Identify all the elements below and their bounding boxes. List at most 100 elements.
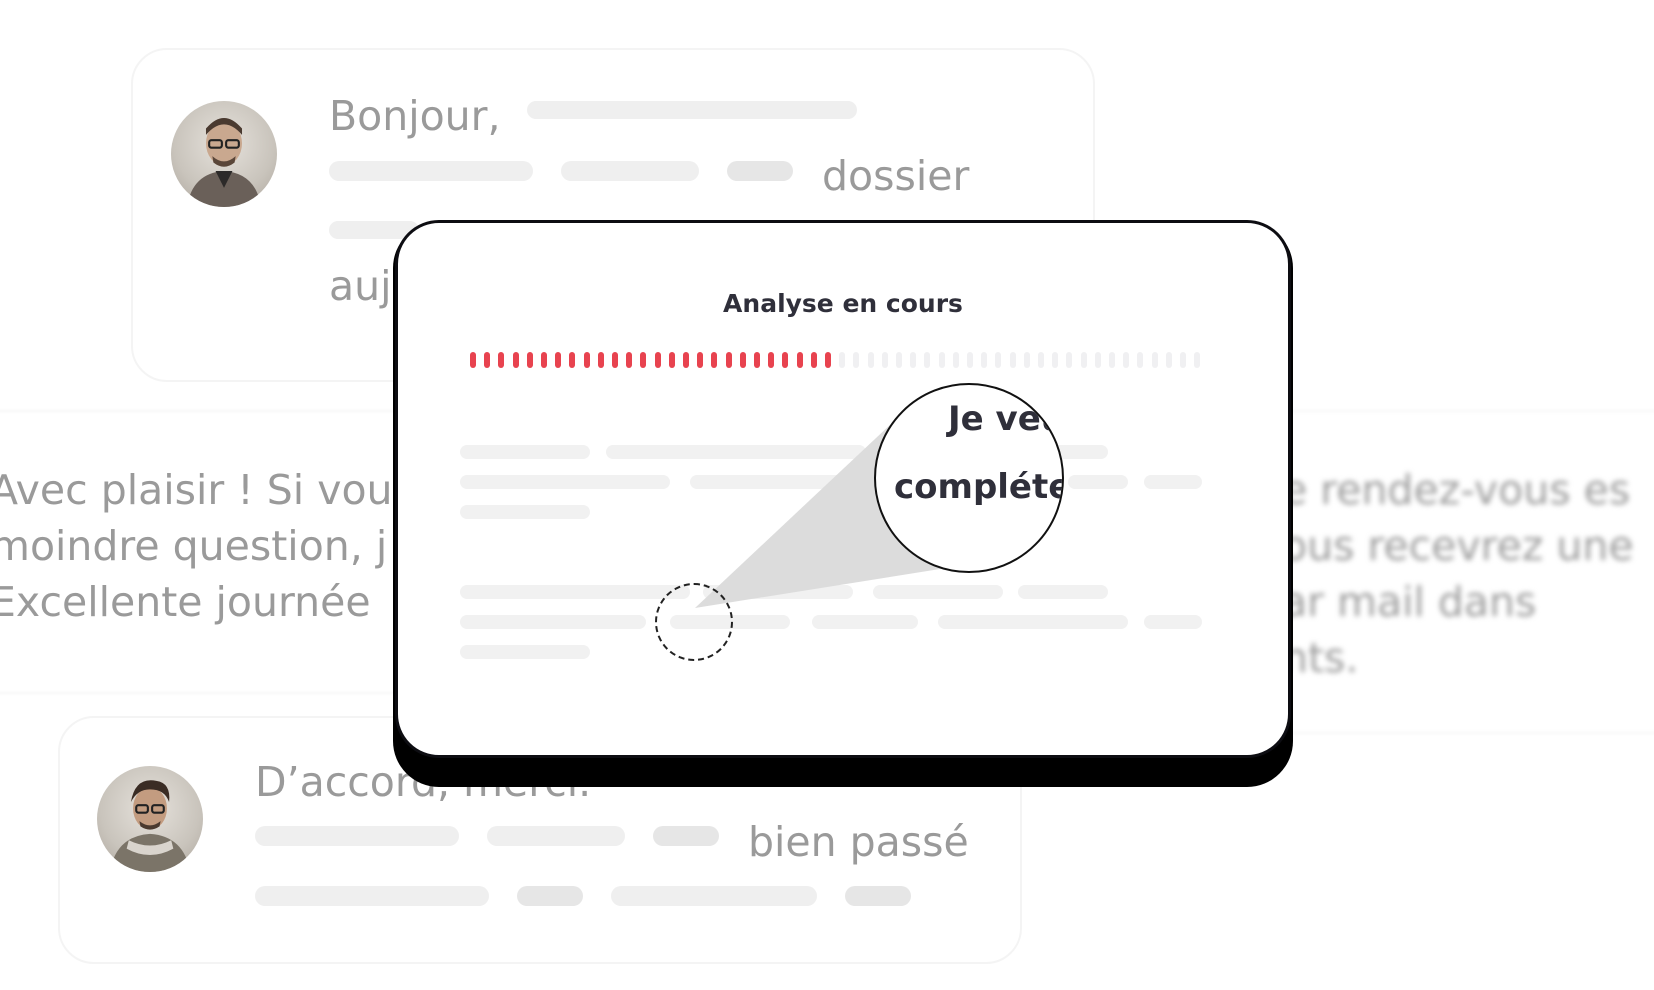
progress-tick: [697, 352, 704, 368]
message-left-line1: Avec plaisir ! Si vou: [0, 466, 393, 514]
progress-tick: [739, 352, 746, 368]
message-left-line2: moindre question, j: [0, 522, 388, 570]
progress-tick: [1038, 352, 1044, 368]
placeholder-line: [460, 585, 690, 599]
progress-tick: [683, 352, 689, 368]
placeholder-bar: [329, 221, 419, 239]
placeholder-line: [1144, 475, 1202, 489]
progress-tick: [541, 352, 547, 368]
progress-tick: [1052, 352, 1059, 368]
placeholder-bar: [845, 886, 911, 906]
person-avatar-icon: [186, 117, 262, 207]
progress-tick: [967, 352, 973, 368]
progress-tick: [910, 352, 917, 368]
magnifier-target-circle: [655, 583, 733, 661]
progress-tick: [839, 352, 846, 368]
placeholder-bar: [727, 161, 793, 181]
placeholder-line: [460, 645, 590, 659]
progress-tick: [1009, 352, 1016, 368]
progress-tick: [1066, 352, 1073, 368]
progress-tick: [867, 352, 874, 368]
placeholder-bar: [487, 826, 625, 846]
placeholder-bar: [653, 826, 719, 846]
message-bottom-word2: bien passé: [748, 818, 969, 866]
modal-title: Analyse en cours: [723, 289, 963, 318]
progress-tick: [668, 352, 675, 368]
progress-tick: [782, 352, 789, 368]
message-card-right: [1260, 410, 1654, 734]
placeholder-line: [1068, 475, 1128, 489]
placeholder-bar: [329, 161, 533, 181]
progress-tick: [981, 352, 988, 368]
message-top-line3: auj: [329, 262, 392, 310]
placeholder-line: [1018, 585, 1108, 599]
progress-tick: [711, 352, 718, 368]
progress-tick: [526, 352, 533, 368]
progress-tick: [470, 352, 476, 368]
message-top-line1: Bonjour,: [329, 92, 501, 140]
magnifier-lens: Je veu compléte: [874, 383, 1064, 573]
avatar-bottom: [97, 766, 203, 872]
placeholder-bar: [517, 886, 583, 906]
progress-tick: [484, 352, 491, 368]
progress-tick: [1194, 352, 1201, 368]
placeholder-line: [873, 585, 1003, 599]
placeholder-bar: [527, 101, 857, 119]
progress-tick: [569, 352, 576, 368]
placeholder-bar: [611, 886, 817, 906]
progress-tick: [754, 352, 760, 368]
progress-tick: [1137, 352, 1144, 368]
progress-tick: [995, 352, 1002, 368]
progress-tick: [896, 352, 902, 368]
progress-tick: [640, 352, 647, 368]
progress-tick: [796, 352, 803, 368]
progress-tick: [1023, 352, 1030, 368]
placeholder-line: [606, 445, 866, 459]
progress-tick: [810, 352, 817, 368]
placeholder-line: [938, 615, 1128, 629]
progress-tick: [881, 352, 888, 368]
placeholder-line: [460, 505, 590, 519]
progress-tick: [612, 352, 618, 368]
placeholder-bar: [561, 161, 699, 181]
progress-tick: [1165, 352, 1172, 368]
progress-tick: [938, 352, 945, 368]
progress-tick: [555, 352, 562, 368]
placeholder-bar: [255, 826, 459, 846]
placeholder-line: [460, 445, 590, 459]
progress-tick: [725, 352, 732, 368]
progress-tick: [768, 352, 775, 368]
message-right-line4: nts.: [1282, 634, 1359, 682]
placeholder-line: [460, 475, 670, 489]
progress-tick: [498, 352, 505, 368]
progress-tick: [952, 352, 959, 368]
placeholder-line: [460, 615, 646, 629]
person-avatar-icon: [109, 780, 191, 872]
progress-tick: [654, 352, 661, 368]
progress-tick: [1123, 352, 1130, 368]
magnified-line1: Je veu: [948, 399, 1064, 439]
message-right-line2: ous recevrez une: [1282, 522, 1634, 570]
message-top-word2: dossier: [822, 152, 970, 200]
progress-tick: [924, 352, 931, 368]
progress-tick: [1151, 352, 1158, 368]
placeholder-line: [1144, 615, 1202, 629]
placeholder-line: [812, 615, 918, 629]
progress-tick: [853, 352, 860, 368]
progress-tick: [1080, 352, 1087, 368]
message-right-line3: ar mail dans: [1282, 578, 1537, 626]
placeholder-bar: [255, 886, 489, 906]
progress-tick: [597, 352, 604, 368]
placeholder-line: [703, 585, 853, 599]
progress-tick: [512, 352, 519, 368]
analysis-modal: Analyse en cours Je veu compléte: [395, 220, 1291, 758]
placeholder-line: [690, 475, 870, 489]
magnified-line2: compléte: [894, 467, 1064, 507]
progress-tick: [1094, 352, 1101, 368]
progress-tick: [1109, 352, 1115, 368]
message-left-line3: Excellente journée: [0, 578, 371, 626]
progress-tick: [1180, 352, 1186, 368]
message-right-line1: e rendez-vous es: [1282, 466, 1631, 514]
analysis-progress-bar: [470, 352, 1230, 368]
progress-tick: [825, 352, 831, 368]
